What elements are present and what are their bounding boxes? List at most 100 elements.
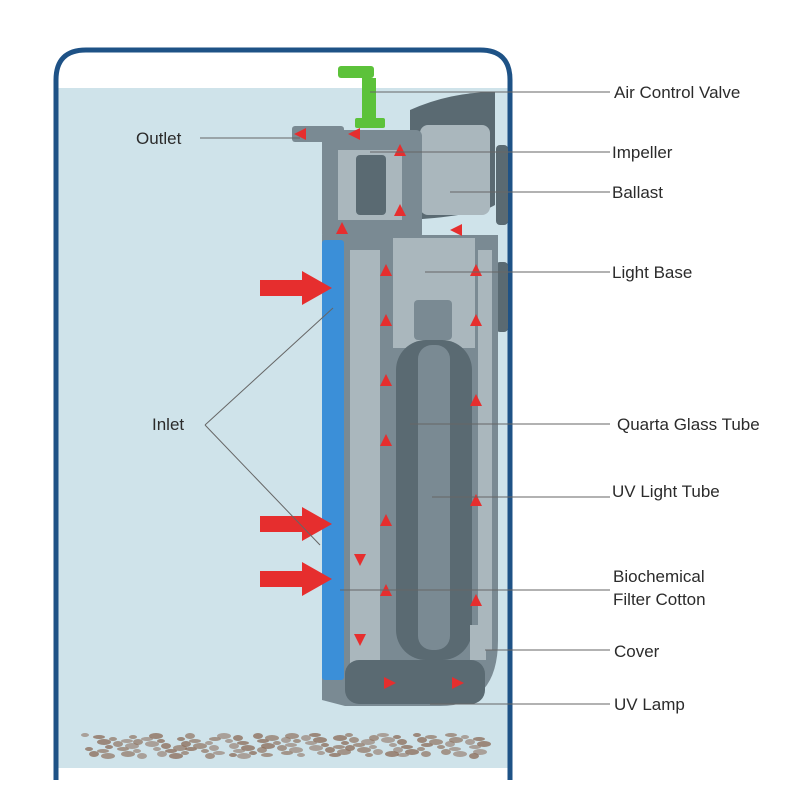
internal-flow-arrow xyxy=(354,634,366,646)
gravel-stone xyxy=(201,749,209,753)
gravel-stone xyxy=(233,735,243,741)
gravel-stone xyxy=(193,743,207,749)
gravel-stone xyxy=(385,751,399,757)
gravel-stone xyxy=(393,735,401,739)
label-ballast: Ballast xyxy=(612,183,663,202)
gravel-stone xyxy=(265,735,279,741)
gravel-stone xyxy=(357,747,371,753)
gravel-bed xyxy=(81,733,491,759)
gravel-stone xyxy=(93,735,105,739)
gravel-stone xyxy=(89,751,99,757)
gravel-stone xyxy=(325,747,335,753)
gravel-stone xyxy=(249,751,257,755)
gravel-stone xyxy=(97,749,109,753)
leader-lines xyxy=(200,91,610,705)
gravel-stone xyxy=(117,747,129,751)
air-valve-stem xyxy=(362,78,376,126)
gravel-stone xyxy=(237,741,249,745)
filter-cotton-left xyxy=(350,250,380,670)
gravel-stone xyxy=(157,739,165,743)
gravel-stone xyxy=(441,749,451,755)
gravel-stone xyxy=(145,741,159,747)
gravel-stone xyxy=(169,753,183,759)
air-valve-handle xyxy=(338,66,374,78)
gravel-stone xyxy=(281,737,291,743)
internal-flow-arrow xyxy=(394,144,406,156)
gravel-stone xyxy=(329,753,341,757)
uv-lamp-base xyxy=(345,660,485,704)
gravel-stone xyxy=(177,737,185,741)
gravel-stone xyxy=(81,733,89,737)
gravel-stone xyxy=(413,733,421,737)
gravel-stone xyxy=(361,739,375,745)
gravel-stone xyxy=(205,753,215,759)
gravel-stone xyxy=(273,741,281,745)
internal-flow-arrow xyxy=(470,394,482,406)
gravel-stone xyxy=(333,735,347,741)
label-cover: Cover xyxy=(614,642,660,661)
gravel-stone xyxy=(277,745,287,751)
internal-flow-arrow xyxy=(354,554,366,566)
flow-arrows xyxy=(260,128,482,689)
internal-flow-arrow xyxy=(470,494,482,506)
gravel-stone xyxy=(157,751,167,757)
label-air-control-valve: Air Control Valve xyxy=(614,83,740,102)
label-uv-lamp: UV Lamp xyxy=(614,695,685,714)
gravel-stone xyxy=(469,753,479,759)
gravel-stone xyxy=(377,733,389,737)
gravel-stone xyxy=(165,749,177,753)
air-valve-cap xyxy=(355,118,385,128)
internal-flow-arrow xyxy=(348,128,360,140)
gravel-stone xyxy=(397,739,407,745)
gravel-stone xyxy=(153,747,161,751)
gravel-stone xyxy=(417,737,427,743)
gravel-stone xyxy=(421,743,433,747)
gravel-stone xyxy=(209,737,221,741)
gravel-stone xyxy=(257,739,269,743)
gravel-stone xyxy=(421,751,431,757)
gravel-stone xyxy=(305,741,317,745)
gravel-stone xyxy=(97,739,111,745)
gravel-stone xyxy=(445,733,457,737)
internal-flow-arrow xyxy=(470,314,482,326)
internal-flow-arrow xyxy=(394,204,406,216)
gravel-stone xyxy=(429,739,443,745)
gravel-stone xyxy=(149,733,163,739)
gravel-stone xyxy=(237,753,251,759)
internal-flow-arrow xyxy=(384,677,396,689)
gravel-stone xyxy=(317,751,325,755)
gravel-stone xyxy=(229,753,237,757)
label-inlet: Inlet xyxy=(152,415,184,434)
gravel-stone xyxy=(313,737,327,743)
gravel-stone xyxy=(141,737,153,741)
gravel-stone xyxy=(349,737,359,743)
gravel-stone xyxy=(365,753,373,757)
gravel-stone xyxy=(301,735,311,741)
gravel-stone xyxy=(121,751,135,757)
gravel-stone xyxy=(297,753,305,757)
label-quarta-glass-tube: Quarta Glass Tube xyxy=(617,415,760,434)
gravel-stone xyxy=(477,741,491,747)
gravel-stone xyxy=(109,737,117,741)
gravel-stone xyxy=(137,753,147,759)
gravel-stone xyxy=(369,745,377,749)
rear-mount-tab-lower xyxy=(496,262,508,332)
gravel-stone xyxy=(445,741,455,747)
gravel-stone xyxy=(125,743,139,749)
label-biochemical: Biochemical xyxy=(613,567,705,586)
gravel-stone xyxy=(241,745,255,751)
internal-flow-arrow xyxy=(380,264,392,276)
gravel-stone xyxy=(173,745,187,751)
rear-mount-tab-upper xyxy=(496,145,508,225)
gravel-stone xyxy=(281,751,293,755)
gravel-stone xyxy=(341,741,349,745)
gravel-stone xyxy=(261,753,273,757)
internal-flow-arrow xyxy=(450,224,462,236)
gravel-stone xyxy=(205,741,213,745)
internal-flow-arrow xyxy=(380,514,392,526)
gravel-stone xyxy=(401,745,413,749)
gravel-stone xyxy=(333,745,345,749)
gravel-stone xyxy=(121,739,133,743)
gravel-stone xyxy=(285,743,297,747)
